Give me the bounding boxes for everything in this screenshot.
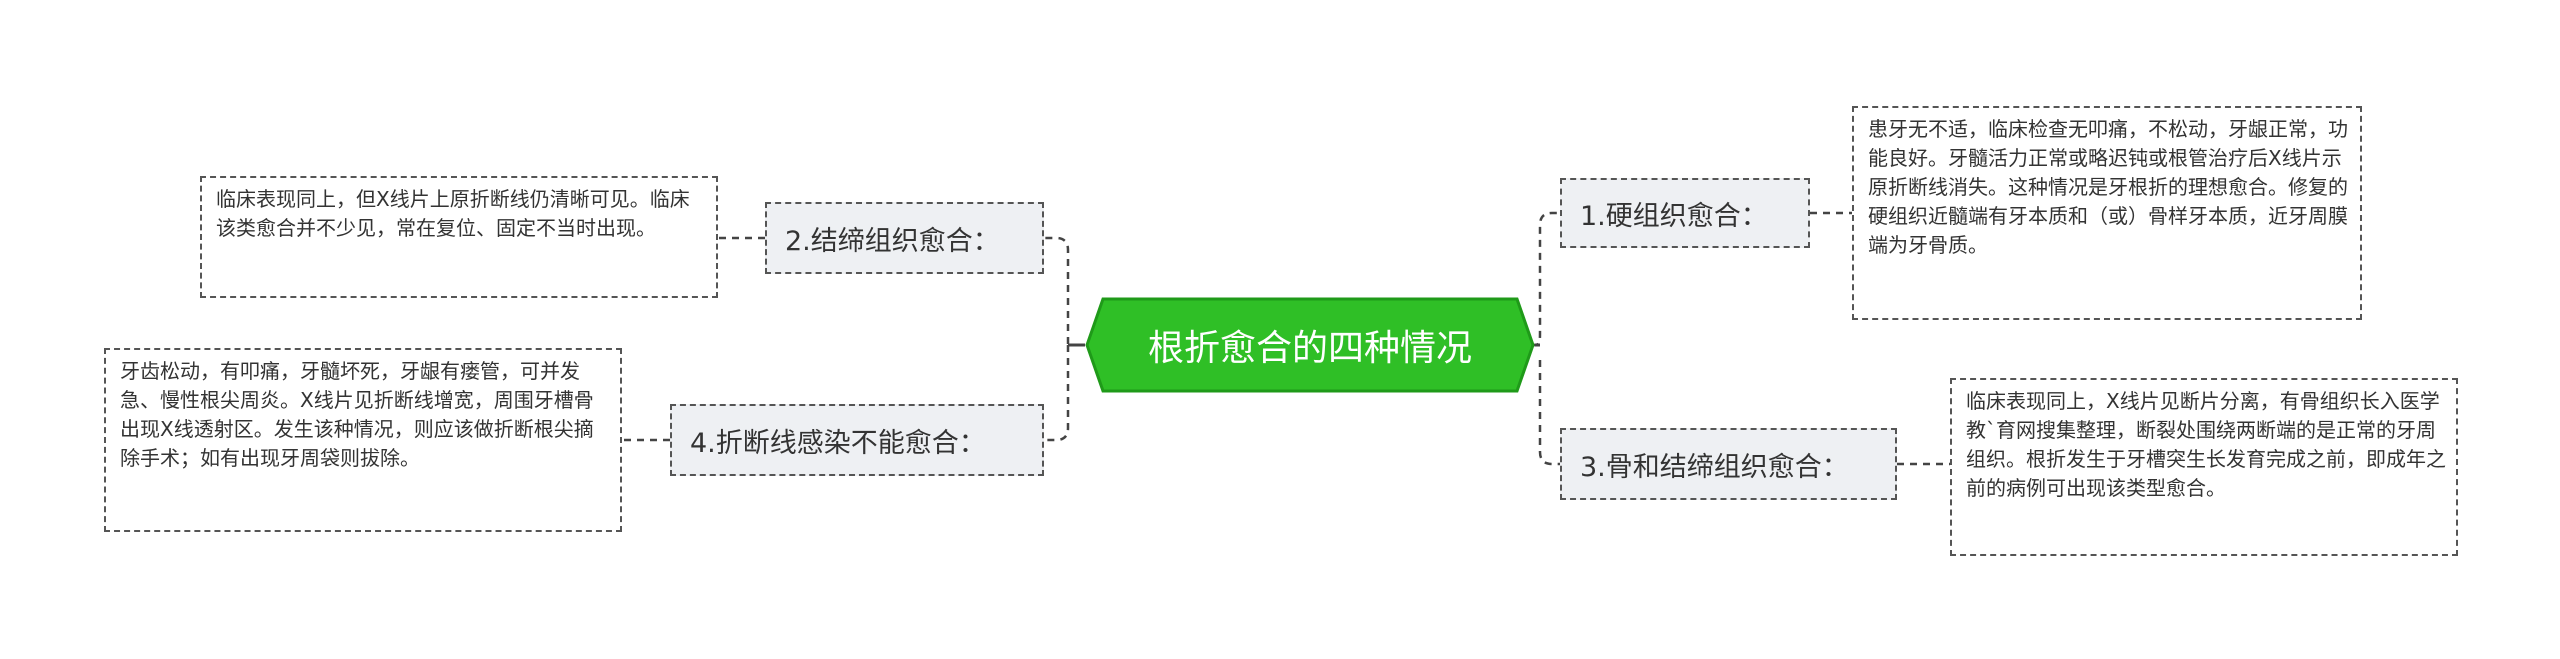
branch-label: 3.骨和结缔组织愈合： [1580,451,1849,483]
branch-infected-fracture-no-healing[interactable]: 4.折断线感染不能愈合： [670,404,1044,476]
branch-label: 4.折断线感染不能愈合： [690,427,986,459]
branch-connective-tissue-healing[interactable]: 2.结缔组织愈合： [765,202,1044,274]
leaf-connective-tissue-healing[interactable]: 临床表现同上，但X线片上原折断线仍清晰可见。临床该类愈合并不少见，常在复位、固定… [200,176,718,298]
root-hexagon-shape [1085,297,1535,393]
leaf-infected-fracture-no-healing[interactable]: 牙齿松动，有叩痛，牙髓坏死，牙龈有瘘管，可并发急、慢性根尖周炎。X线片见折断线增… [104,348,622,532]
connector-left-trunk-lower [1044,345,1070,442]
root-title: 根折愈合的四种情况 [1147,328,1472,369]
connector-left-trunk [1044,236,1080,347]
branch-bone-connective-healing[interactable]: 3.骨和结缔组织愈合： [1560,428,1897,500]
leaf-text: 牙齿松动，有叩痛，牙髓坏死，牙龈有瘘管，可并发急、慢性根尖周炎。X线片见折断线增… [120,359,594,470]
leaf-bone-connective-healing[interactable]: 临床表现同上，X线片见断片分离，有骨组织长入医学教`育网搜集整理，断裂处围绕两断… [1950,378,2458,556]
leaf-text: 临床表现同上，但X线片上原折断线仍清晰可见。临床该类愈合并不少见，常在复位、固定… [216,187,690,240]
leaf-text: 临床表现同上，X线片见断片分离，有骨组织长入医学教`育网搜集整理，断裂处围绕两断… [1966,389,2446,500]
branch-label: 1.硬组织愈合： [1580,200,1768,232]
branch-label: 2.结缔组织愈合： [785,225,1000,257]
branch-hard-tissue-healing[interactable]: 1.硬组织愈合： [1560,178,1810,248]
connector-right-trunk-lower [1538,360,1560,466]
root-node[interactable]: 根折愈合的四种情况 [1085,297,1535,393]
leaf-hard-tissue-healing[interactable]: 患牙无不适，临床检查无叩痛，不松动，牙龈正常，功能良好。牙髓活力正常或略迟钝或根… [1852,106,2362,320]
leaf-text: 患牙无不适，临床检查无叩痛，不松动，牙龈正常，功能良好。牙髓活力正常或略迟钝或根… [1868,117,2348,257]
connector-right-trunk [1531,211,1560,347]
